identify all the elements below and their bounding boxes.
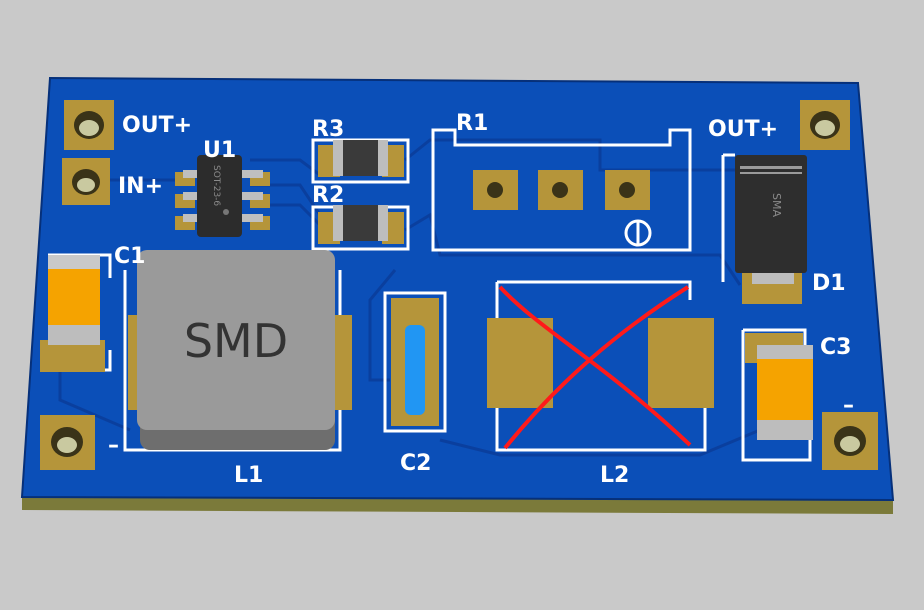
c1-capacitor[interactable] [40, 253, 112, 372]
terminal-minus-right[interactable] [822, 412, 878, 470]
d1-diode[interactable]: SMA [721, 153, 807, 304]
c3-capacitor[interactable] [741, 328, 813, 462]
terminal-out-plus-right[interactable] [800, 100, 850, 150]
label-c3: C3 [820, 335, 851, 360]
l1-marking: SMD [184, 314, 288, 368]
label-minus-right: – [843, 393, 854, 418]
board-edge [22, 497, 893, 514]
label-c1: C1 [114, 244, 145, 269]
r1-potentiometer[interactable] [431, 128, 692, 252]
cross-out-mark [498, 285, 692, 450]
terminal-out-plus-left[interactable] [64, 100, 114, 150]
label-r3: R3 [312, 117, 344, 142]
label-r1: R1 [456, 111, 488, 136]
u1-ic[interactable]: SOT-23-6 [175, 155, 270, 237]
c2-pad[interactable] [383, 291, 447, 433]
terminal-in-plus[interactable] [62, 158, 110, 205]
copper-traces [58, 138, 761, 457]
label-u1: U1 [203, 138, 236, 163]
label-l1: L1 [234, 463, 263, 488]
l2-footprint[interactable] [487, 280, 714, 452]
label-out-plus-left: OUT+ [122, 113, 192, 138]
label-c2: C2 [400, 451, 431, 476]
l1-inductor[interactable]: SMD [123, 250, 352, 452]
label-minus-left: – [108, 433, 119, 458]
r2-resistor[interactable] [311, 205, 410, 251]
label-r2: R2 [312, 183, 344, 208]
label-d1: D1 [812, 271, 846, 296]
label-in-plus: IN+ [118, 174, 163, 199]
d1-marking: SMA [770, 193, 783, 217]
u1-marking: SOT-23-6 [211, 165, 221, 206]
label-out-plus-right: OUT+ [708, 117, 778, 142]
r3-resistor[interactable] [311, 138, 410, 184]
label-l2: L2 [600, 463, 629, 488]
terminal-minus-left[interactable] [40, 415, 95, 470]
